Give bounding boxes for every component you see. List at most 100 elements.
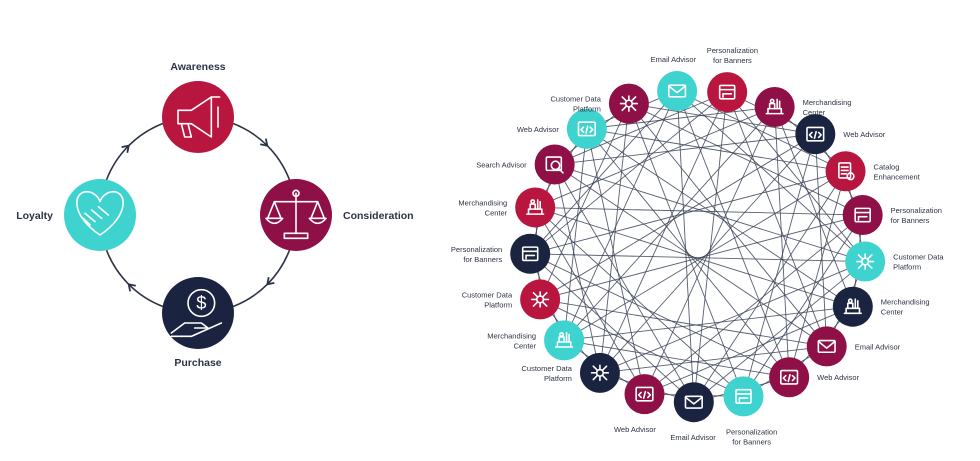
network-connection [814,134,828,347]
merchandising-icon [526,199,545,215]
network-connections [529,90,866,403]
network-connection [563,106,775,341]
network-connection [554,164,601,373]
network-connection [554,91,728,165]
node-circle [842,195,883,236]
network-connection [563,128,588,341]
code-window-icon [780,369,799,385]
network-connection [530,253,866,263]
node-circle [673,382,714,423]
node-label: Web Advisor [517,125,559,134]
banner-icon [718,84,736,100]
network-connection [586,128,846,172]
coin-in-hand-icon: $ [170,288,223,338]
stage-label: Loyalty [16,210,53,222]
node-circle [534,144,575,185]
network-connection [726,91,828,347]
network-connection [693,92,728,403]
network-connection [599,103,630,373]
network-connection [788,171,846,378]
network-connection [563,170,846,341]
network-connection [539,103,630,300]
data-platform-icon [856,253,875,270]
node-circle [520,279,561,320]
network-connection [540,298,827,347]
network-connection [726,91,866,262]
network-connection [564,339,790,378]
node-circle [707,72,748,113]
node-circle [608,83,649,124]
network-connection [563,90,678,341]
network-connection [529,90,678,255]
network-connection [774,106,854,307]
node-label: Web Advisor [614,425,656,434]
node-circle [579,352,620,393]
network-connection [644,106,776,395]
network-connection [599,261,866,374]
node-label: Email Advisor [855,342,901,351]
network-connection [539,299,744,397]
network-connection [534,207,744,397]
network-connection [599,345,827,374]
network-connection [535,106,775,208]
catalog-icon [838,162,855,181]
stage-label: Consideration [343,210,414,222]
network-node-web-advisor: Web Advisor [795,114,886,155]
node-circle [845,241,886,282]
node-label: Web Advisor [843,130,885,139]
node-circle [723,376,764,417]
journey-stage-purchase: $Purchase [162,277,234,369]
merchandising-icon [554,332,574,348]
code-window-icon [577,121,596,137]
node-circle [657,70,698,111]
network-connection [628,103,816,135]
network-connection [535,206,863,216]
node-circle [510,233,551,274]
network-connection [535,207,853,308]
network-node-web-advisor: Web Advisor [769,357,860,398]
network-connection [774,106,790,378]
network-connection [676,90,846,172]
banner-icon [521,246,539,262]
network-node-web-advisor: Web Advisor [614,374,665,434]
node-label: Email Advisor [651,55,697,64]
network-node-email-advisor: Email Advisor [806,326,901,367]
journey-stage-consideration: Consideration [260,179,414,251]
stage-label: Awareness [170,61,225,73]
email-icon [684,395,703,409]
email-icon [817,339,836,354]
network-connection [628,103,828,347]
network-connection [586,106,775,130]
network-connection [644,214,863,395]
stage-circle [162,277,234,349]
banner-icon [854,207,871,223]
data-platform-icon [530,291,550,308]
megaphone-icon [177,96,221,138]
network-connection [644,306,853,395]
network-connection [539,133,816,300]
journey-stage-awareness: Awareness [162,61,234,153]
network-node-email-advisor: Email Advisor [670,382,716,442]
data-platform-icon [619,95,639,112]
journey-arrow [121,144,130,153]
node-label: Search Advisor [476,161,527,170]
network-connection [564,306,853,341]
data-platform-icon [590,364,610,382]
